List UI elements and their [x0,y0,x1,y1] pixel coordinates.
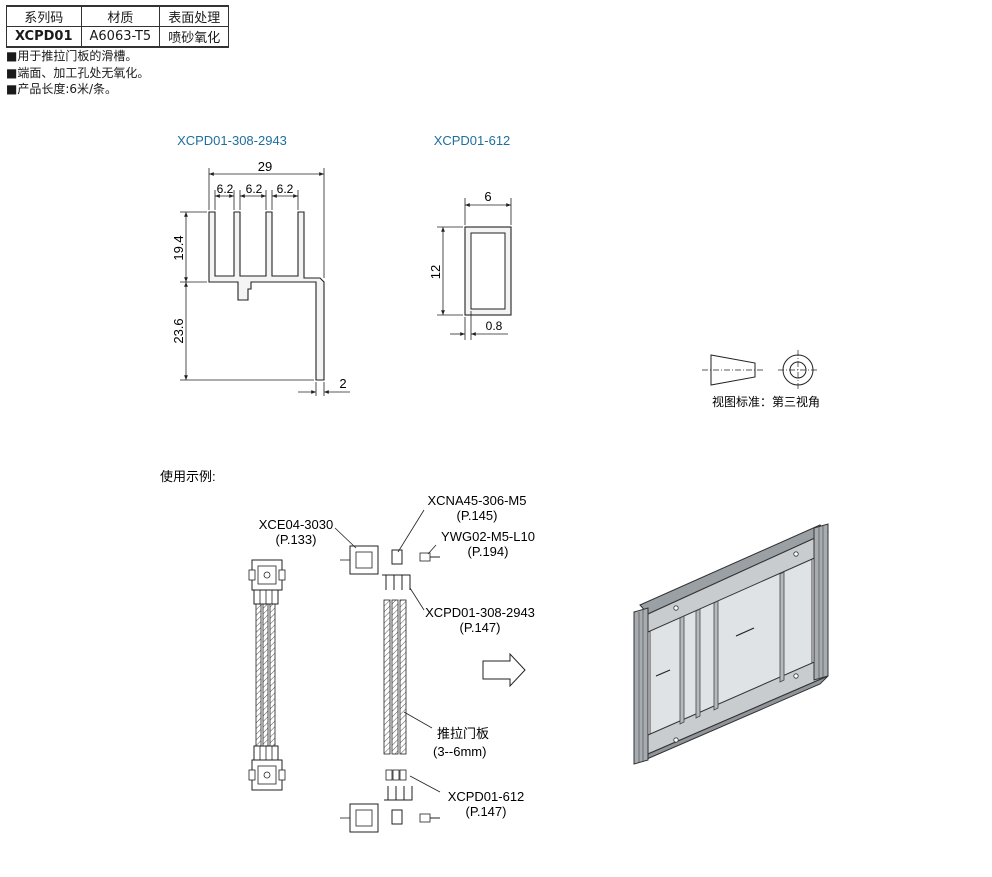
callout-xcna-name: XCNA45-306-M5 [428,493,527,508]
profile-a-title: XCPD01-308-2943 [177,133,287,148]
callout-xcpd-a-page: (P.147) [460,620,501,635]
callout-xce-page: (P.133) [276,532,317,547]
assembled-column [248,559,286,791]
cell-material: A6063-T5 [80,26,161,48]
callout-xcpd-b-page: (P.147) [466,804,507,819]
note-item: ■用于推拉门板的滑槽。 [6,49,138,63]
callout-xce-name: XCE04-3030 [259,517,333,532]
dim-slot-2: 6.2 [246,182,263,196]
callout-xcna-page: (P.145) [457,508,498,523]
cell-surface: 喷砂氧化 [159,26,230,48]
dim-width-6: 6 [484,189,491,204]
sliding-door-3d [633,523,829,765]
callout-ywg-name: YWG02-M5-L10 [441,529,535,544]
projection-symbol: 视图标准：第三视角 [702,350,820,409]
example-heading: 使用示例: [160,469,216,484]
callout-xcpd-b-name: XCPD01-612 [448,789,525,804]
callout-panel-size: (3--6mm) [433,744,486,759]
dim-width-29: 29 [258,159,272,174]
cell-series: XCPD01 [6,26,82,48]
dim-slot-3: 6.2 [277,182,294,196]
spec-table: 系列码 材质 表面处理 XCPD01 A6063-T5 喷砂氧化 [6,5,230,48]
header-material: 材质 [80,5,161,27]
note-item: ■端面、加工孔处无氧化。 [6,65,150,80]
callout-xcpd-a-name: XCPD01-308-2943 [425,605,535,620]
dim-slot-1: 6.2 [217,182,234,196]
arrow-right-icon [482,652,526,688]
callout-panel-name: 推拉门板 [437,726,489,741]
dim-thickness-2: 2 [339,376,346,391]
header-series: 系列码 [6,5,82,27]
header-surface: 表面处理 [159,5,230,27]
dim-lower-23-6: 23.6 [171,318,186,343]
notes: ■用于推拉门板的滑槽。 ■端面、加工孔处无氧化。 ■产品长度:6米/条。 [6,48,149,98]
dim-height-12: 12 [428,265,443,279]
dim-wall-0-8: 0.8 [486,319,503,333]
leader-lines [334,509,441,793]
dim-upper-19-4: 19.4 [171,235,186,260]
projection-label: 视图标准：第三视角 [712,394,820,409]
exploded-column [340,545,440,833]
profile-b-title: XCPD01-612 [434,133,511,148]
note-item: ■产品长度:6米/条。 [6,82,118,96]
profile-b-drawing: XCPD01-612 6 12 0.8 [428,133,512,340]
profile-a-drawing: XCPD01-308-2943 29 6.2 6.2 6.2 19.4 23.6 [171,133,350,396]
callout-ywg-page: (P.194) [468,544,509,559]
